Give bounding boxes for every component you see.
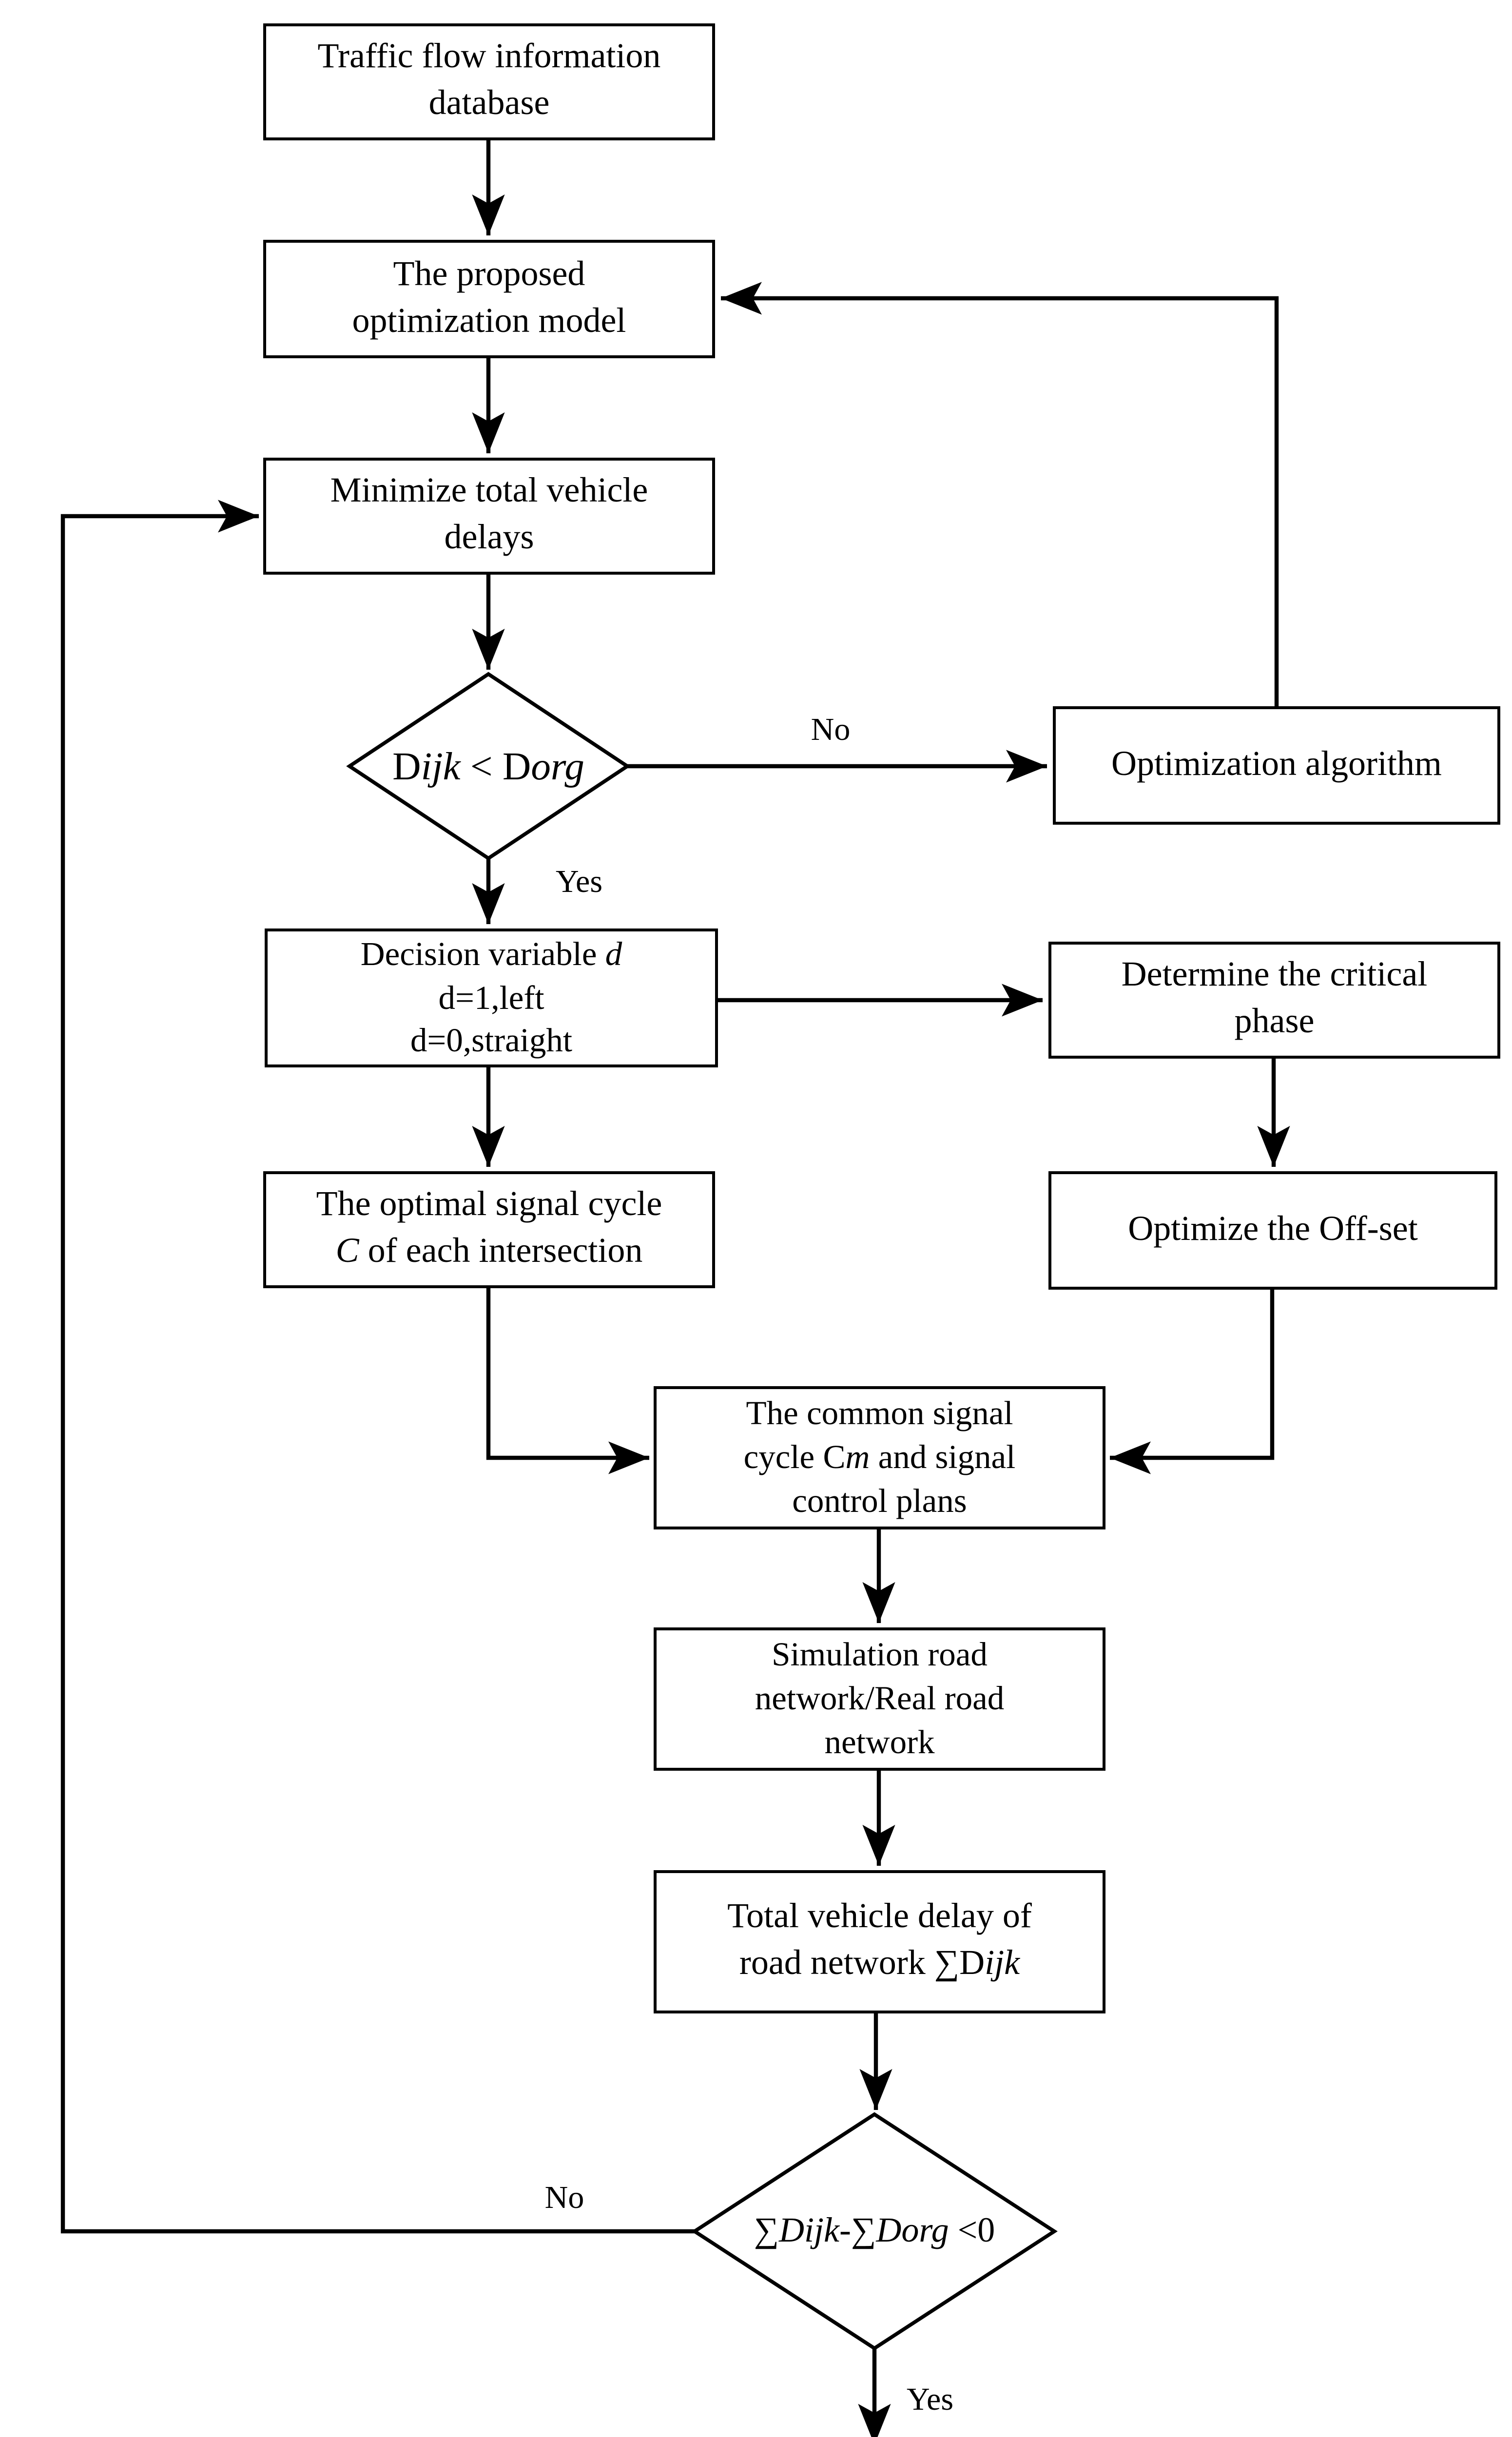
cycle-line1: The optimal signal cycle bbox=[316, 1186, 662, 1224]
edge-label-no-2: No bbox=[544, 2179, 584, 2215]
edge-label-yes-1: Yes bbox=[555, 863, 603, 899]
edge-algorithm-to-model-feedback bbox=[721, 282, 1279, 706]
node-optimal-signal-cycle: The optimal signal cycle C of each inter… bbox=[263, 1171, 715, 1288]
edge-cycle-to-common bbox=[486, 1288, 649, 1474]
db-line1: Traffic flow information bbox=[317, 38, 661, 77]
edge-diamond2-no-to-minimize-feedback bbox=[60, 500, 695, 2234]
node-common-signal-cycle: The common signal cycle Cm and signal co… bbox=[654, 1386, 1105, 1529]
model-line1: The proposed bbox=[393, 255, 585, 294]
diamond2-condition-text: ∑Dijk-∑Dorg <0 bbox=[754, 2211, 995, 2250]
node-optimization-algorithm: Optimization algorithm bbox=[1053, 706, 1500, 825]
edge-label-no-1: No bbox=[811, 711, 851, 747]
critical-line1: Determine the critical bbox=[1121, 956, 1428, 995]
offset-line1: Optimize the Off-set bbox=[1128, 1210, 1418, 1248]
node-determine-critical-phase: Determine the critical phase bbox=[1048, 942, 1500, 1059]
node-decision-variable: Decision variable d d=1,left d=0,straigh… bbox=[265, 928, 718, 1067]
decision-line3: d=0,straight bbox=[410, 1023, 573, 1060]
critical-line2: phase bbox=[1234, 1003, 1315, 1041]
diamond1-condition-text: Dijk < Dorg bbox=[392, 743, 584, 788]
simulation-line2: network/Real road bbox=[755, 1680, 1005, 1717]
node-total-vehicle-delay: Total vehicle delay of road network ∑Dij… bbox=[654, 1870, 1105, 2013]
db-line2: database bbox=[428, 85, 550, 123]
node-traffic-flow-database: Traffic flow information database bbox=[263, 23, 715, 140]
node-proposed-optimization-model: The proposed optimization model bbox=[263, 240, 715, 358]
diamond-sum-dijk-minus-dorg bbox=[691, 2112, 1058, 2351]
node-optimize-offset: Optimize the Off-set bbox=[1048, 1171, 1497, 1290]
node-minimize-total-vehicle-delays: Minimize total vehicle delays bbox=[263, 458, 715, 575]
model-line2: optimization model bbox=[352, 302, 626, 340]
node-simulation-road-network: Simulation road network/Real road networ… bbox=[654, 1627, 1105, 1771]
diamond-dijk-vs-dorg bbox=[346, 672, 631, 861]
common-line3: control plans bbox=[792, 1482, 967, 1519]
edge-offset-to-common bbox=[1110, 1290, 1275, 1474]
decision-line2: d=1,left bbox=[438, 979, 544, 1016]
minimize-line1: Minimize total vehicle bbox=[330, 472, 648, 511]
simulation-line1: Simulation road bbox=[772, 1636, 988, 1673]
edge-label-yes-2: Yes bbox=[906, 2380, 954, 2417]
algorithm-line1: Optimization algorithm bbox=[1111, 745, 1442, 783]
minimize-line2: delays bbox=[444, 519, 534, 557]
total-line1: Total vehicle delay of bbox=[727, 1898, 1032, 1936]
simulation-line3: network bbox=[824, 1723, 935, 1760]
common-line1: The common signal bbox=[746, 1395, 1013, 1432]
